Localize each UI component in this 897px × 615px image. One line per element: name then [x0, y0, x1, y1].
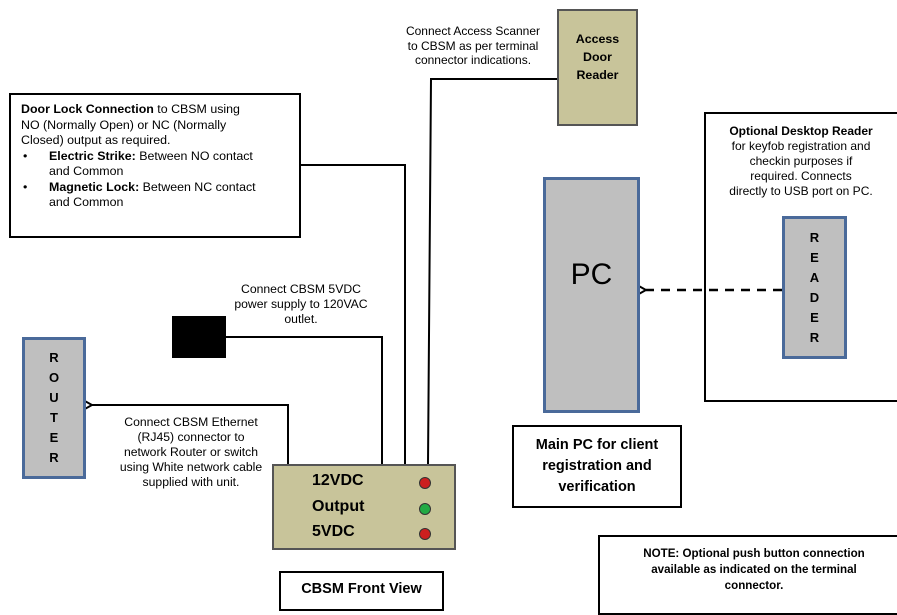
desktop-reader-note: Optional Desktop Reader for keyfob regis…: [729, 124, 873, 198]
desktop-reader-region: [704, 112, 897, 402]
voltage-12vdc-label: 12VDC: [312, 472, 364, 489]
led-5vdc-indicator: [419, 528, 431, 540]
access-door-reader: Access Door Reader: [557, 9, 638, 126]
pc-label: PC: [570, 258, 613, 291]
voltage-5vdc-label: 5VDC: [312, 523, 355, 540]
power-wire: [226, 336, 383, 464]
door-lock-options: Electric Strike: Between NO contact and …: [21, 149, 289, 211]
list-item: Magnetic Lock: Between NC contact and Co…: [23, 180, 289, 211]
main-pc-caption: Main PC for client registration and veri…: [512, 425, 682, 508]
pc-device: PC: [543, 177, 640, 413]
output-label: Output: [312, 498, 365, 515]
note-box: NOTE: Optional push button connection av…: [598, 535, 897, 615]
door-lock-title: Door Lock Connection: [21, 102, 154, 116]
door-lock-connection-box: Door Lock Connection to CBSM using NO (N…: [9, 93, 301, 238]
ethernet-wire: [92, 405, 289, 464]
power-note: Connect CBSM 5VDC power supply to 120VAC…: [234, 282, 368, 326]
ethernet-note: Connect CBSM Ethernet (RJ45) connector t…: [119, 415, 263, 489]
network-router: R O U T E R: [22, 337, 86, 479]
door-lock-wire: [301, 164, 406, 464]
access-scanner-note: Connect Access Scanner to CBSM as per te…: [405, 24, 541, 67]
cbsm-front-view-caption: CBSM Front View: [279, 571, 444, 611]
led-output-indicator: [419, 503, 431, 515]
desktop-reader-device: R E A D E R: [782, 216, 847, 359]
list-item: Electric Strike: Between NO contact and …: [23, 149, 289, 180]
cbsm-unit: 12VDC Output 5VDC: [272, 464, 456, 550]
power-supply-block: [172, 316, 226, 358]
access-reader-wire: [427, 78, 557, 465]
led-12vdc-indicator: [419, 477, 431, 489]
